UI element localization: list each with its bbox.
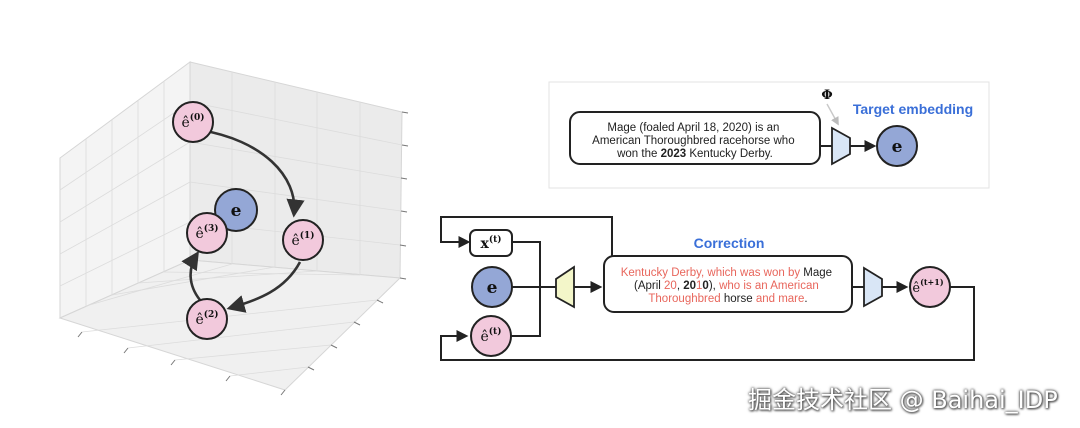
input-e-hat-t-sup: (t) — [489, 326, 502, 337]
svg-text:ê(1): ê(1) — [291, 230, 314, 249]
output-encoder-trapezoid — [863, 266, 883, 308]
corrector-encoder-trapezoid — [555, 265, 575, 309]
node-e-hat-3: ê(3) — [186, 212, 228, 254]
output-e-hat-next-sup: (t+1) — [920, 277, 944, 287]
target-embedding-title: Target embedding — [853, 101, 973, 117]
input-e-hat-t-base: ê — [481, 329, 489, 345]
target-sentence: Mage (foaled April 18, 2020) is an Ameri… — [592, 122, 798, 160]
target-sentence-box — [569, 111, 821, 165]
node-e-hat-1: ê(1) — [282, 219, 324, 261]
correction-title: Correction — [694, 235, 765, 251]
phi-label: Φ — [821, 88, 832, 103]
correction-sentence-box — [603, 255, 853, 313]
node-e-hat-2: ê(2) — [186, 298, 228, 340]
node-e-hat-1-sup: (1) — [300, 230, 315, 241]
svg-text:ê(t+1): ê(t+1) — [912, 277, 943, 296]
svg-text:ê(t): ê(t) — [481, 326, 502, 345]
watermark: 掘金技术社区 @ Baihai_IDP — [748, 386, 1058, 414]
node-e-hat-0: ê(0) — [172, 101, 214, 143]
node-e-hat-3-base: ê — [195, 226, 203, 242]
node-e-target: e — [214, 188, 258, 232]
svg-text:ê(2): ê(2) — [195, 309, 218, 328]
target-embedding-label: e — [892, 137, 903, 157]
svg-text:ê(3): ê(3) — [195, 223, 218, 242]
output-e-hat-next-node — [909, 266, 951, 308]
target-sentence-line2: American Thoroughbred racehorse who — [592, 135, 794, 147]
input-x-t-base: x — [480, 236, 489, 252]
node-e-hat-0-sup: (0) — [190, 112, 205, 123]
node-e-hat-3-sup: (3) — [204, 223, 219, 234]
input-e-label: e — [487, 278, 498, 298]
node-e-target-label: e — [231, 201, 242, 221]
node-e-hat-1-base: ê — [291, 233, 299, 249]
target-embedding-node — [876, 125, 918, 167]
svg-text:x(t): x(t) — [480, 234, 501, 252]
node-e-hat-2-base: ê — [195, 312, 203, 328]
svg-text:ê(0): ê(0) — [181, 112, 204, 131]
correction-panel: x(t) e ê(t) Correction Kentucky Derby, w… — [440, 216, 975, 361]
encoder-phi-trapezoid — [831, 126, 851, 166]
node-e-hat-0-base: ê — [181, 115, 189, 131]
target-sentence-line1: Mage (foaled April 18, 2020) is an — [607, 122, 779, 134]
trajectory-arrows — [181, 128, 305, 313]
correction-sentence: Kentucky Derby, which was won by Mage (A… — [621, 267, 836, 305]
output-e-hat-next-base: ê — [912, 281, 920, 296]
input-x-t-sup: (t) — [489, 234, 502, 245]
node-e-hat-2-sup: (2) — [204, 309, 219, 320]
target-embedding-panel: Mage (foaled April 18, 2020) is an Ameri… — [548, 81, 990, 189]
